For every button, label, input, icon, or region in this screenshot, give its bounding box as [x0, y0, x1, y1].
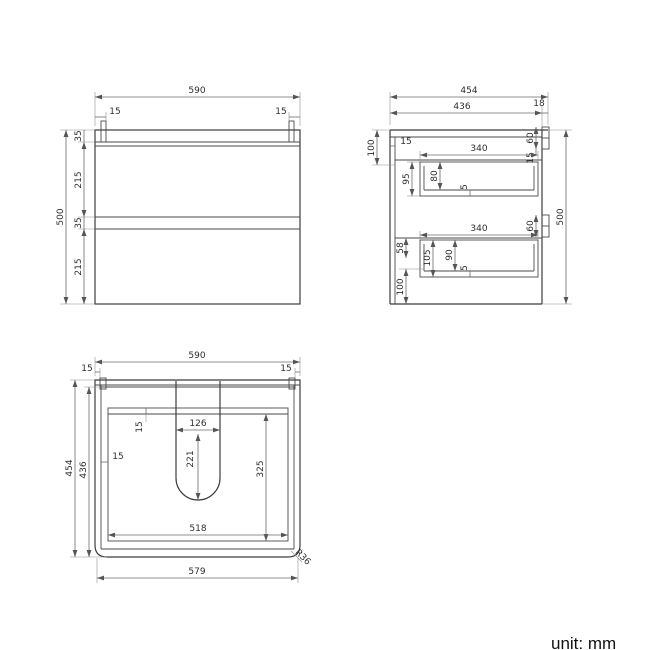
dim-side-drawer1-clearance: 5: [460, 184, 470, 190]
wall-bracket-left-plan: [99, 377, 107, 390]
dim-side-top-front: 100: [367, 139, 377, 156]
plan-view-dimensions: 590 15 15 454 436 15 15 126: [65, 351, 312, 583]
dim-side-drawer1-outer-height: 95: [402, 173, 412, 184]
dim-plan-overall-width: 590: [188, 351, 205, 361]
dim-front-seg-drawer2: 215: [74, 258, 84, 275]
dim-plan-corner-radius: R36: [293, 548, 313, 568]
dim-side-drawer2-depth: 340: [470, 224, 487, 234]
dim-side-overall-height: 500: [556, 208, 566, 225]
side-view-dimensions: 454 436 18 15 100 60 15 340: [367, 86, 572, 305]
dim-side-bracket-top-inset: 15: [526, 152, 536, 163]
front-view-outline: [94, 120, 301, 305]
dim-side-drawer2-inner-height: 90: [445, 249, 455, 261]
side-view: 454 436 18 15 100 60 15 340: [367, 86, 572, 305]
wall-bracket-left: [100, 120, 107, 143]
plan-view-outline: [94, 377, 301, 558]
dim-side-back-gap: 18: [533, 99, 545, 109]
wall-bracket-right: [288, 120, 295, 143]
dim-side-drawer2-clearance: 5: [460, 265, 470, 271]
dim-side-drawer2-offset: 58: [396, 242, 406, 254]
dim-front-overall-width: 590: [188, 86, 205, 96]
dim-side-drawer2-outer-height: 105: [423, 249, 433, 266]
unit-label: unit: mm: [551, 634, 616, 650]
dim-plan-interior-width: 518: [189, 524, 206, 534]
dim-side-drawer1-depth: 340: [470, 144, 487, 154]
dim-front-seg-top: 35: [74, 130, 84, 141]
dim-side-bottom-front: 100: [396, 278, 406, 295]
dim-side-body-depth: 436: [453, 102, 470, 112]
wall-bracket-right-plan: [288, 377, 296, 390]
plan-view: 590 15 15 454 436 15 15 126: [65, 351, 312, 583]
dim-plan-front-width: 579: [188, 567, 205, 577]
dim-plan-overall-depth: 454: [65, 459, 75, 476]
front-view: 590 15 15 35 215 35 215 500: [56, 86, 301, 305]
dim-plan-cutout-width: 126: [189, 419, 206, 429]
dim-plan-side-panel: 15: [112, 452, 123, 462]
dim-side-front-panel: 15: [400, 137, 411, 147]
dim-plan-interior-depth: 325: [256, 460, 266, 477]
dim-plan-bracket-offset-right: 15: [280, 364, 291, 374]
dim-plan-cutout-depth: 221: [186, 450, 196, 467]
dim-front-seg-drawer1: 215: [74, 171, 84, 188]
dim-side-drawer1-inner-height: 80: [430, 170, 440, 182]
dim-side-bracket-top-height: 60: [526, 132, 536, 144]
dim-plan-body-depth: 436: [79, 461, 89, 478]
dim-front-bracket-offset-left: 15: [109, 107, 120, 117]
drawer1-section: [419, 161, 539, 197]
dim-side-overall-depth: 454: [460, 86, 477, 96]
dim-front-overall-height: 500: [56, 208, 66, 225]
dim-side-bracket-mid-height: 60: [526, 220, 536, 232]
cabinet-interior: [107, 407, 289, 542]
dim-plan-back-rail: 15: [135, 421, 145, 432]
dim-plan-bracket-offset-left: 15: [81, 364, 92, 374]
side-view-outline: [389, 126, 550, 305]
dim-front-seg-gap: 35: [74, 217, 84, 228]
dim-front-bracket-offset-right: 15: [275, 107, 286, 117]
drawer2-section: [419, 239, 539, 278]
front-view-dimensions: 590 15 15 35 215 35 215 500: [56, 86, 301, 305]
